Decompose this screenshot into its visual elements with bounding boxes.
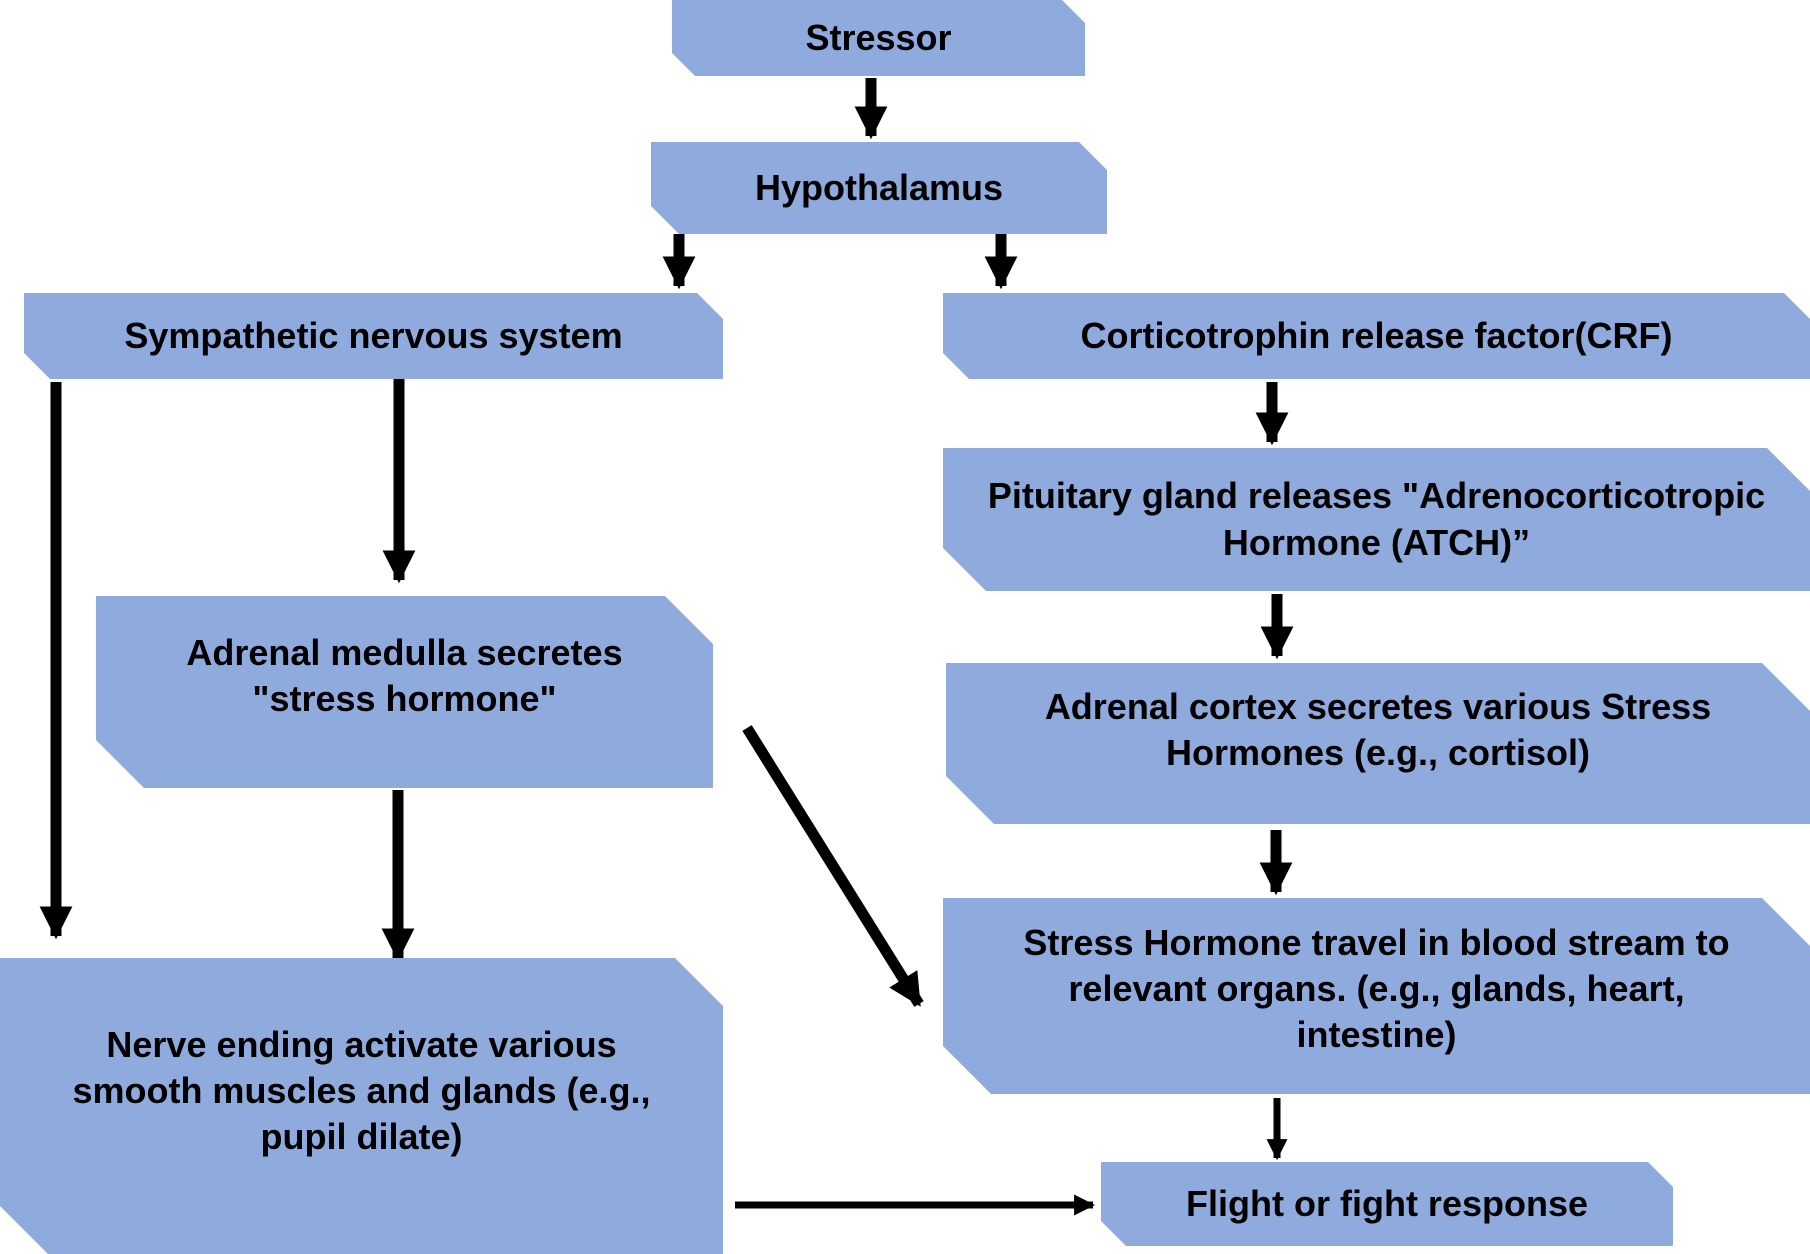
adrenal-cortex-label: Adrenal cortex secretes various Stress H… xyxy=(1044,686,1712,774)
crf-box: Corticotrophin release factor(CRF) xyxy=(943,293,1810,379)
box-background-shape xyxy=(672,0,1085,76)
box-background-polygon xyxy=(651,142,1107,234)
sympathetic-nervous-system-box: Sympathetic nervous system xyxy=(24,293,723,379)
blood-stream-label: Stress Hormone travel in blood stream to… xyxy=(1023,922,1730,1056)
box-background-shape xyxy=(943,448,1810,591)
hypothalamus-box: Hypothalamus xyxy=(651,142,1107,234)
box-background-polygon xyxy=(946,663,1810,824)
box-background-shape xyxy=(651,142,1107,234)
box-background-polygon xyxy=(943,293,1810,379)
pituitary-gland-label: Pituitary gland releases "Adrenocorticot… xyxy=(987,475,1766,563)
box-background-shape xyxy=(943,898,1810,1094)
flight-or-fight-label: Flight or fight response xyxy=(1186,1182,1588,1224)
arrow-adrenal-medulla-to-blood-stream xyxy=(742,725,924,1007)
box-background-polygon xyxy=(24,293,723,379)
box-background-shape xyxy=(24,293,723,379)
adrenal-medulla-box: Adrenal medulla secretes "stress hormone… xyxy=(96,596,713,788)
stressor-label: Stressor xyxy=(805,16,952,58)
sympathetic-nervous-system-label: Sympathetic nervous system xyxy=(124,314,623,356)
box-background-polygon xyxy=(943,898,1810,1094)
adrenal-cortex-box: Adrenal cortex secretes various Stress H… xyxy=(946,663,1810,824)
pituitary-gland-box: Pituitary gland releases "Adrenocorticot… xyxy=(943,448,1810,591)
box-background-shape xyxy=(1101,1162,1673,1246)
box-background-shape xyxy=(946,663,1810,824)
box-background-shape xyxy=(943,293,1810,379)
hypothalamus-label: Hypothalamus xyxy=(754,166,1004,208)
box-background-polygon xyxy=(1101,1162,1673,1246)
box-background-polygon xyxy=(672,0,1085,76)
adrenal-medulla-label: Adrenal medulla secretes "stress hormone… xyxy=(186,632,623,720)
box-background-polygon xyxy=(943,448,1810,591)
box-background-shape xyxy=(96,596,713,788)
box-background-polygon xyxy=(96,596,713,788)
nerve-ending-label: Nerve ending activate various smooth mus… xyxy=(72,1024,651,1158)
box-background-polygon xyxy=(0,958,723,1254)
box-background-shape xyxy=(0,958,723,1254)
nerve-ending-box: Nerve ending activate various smooth mus… xyxy=(0,958,723,1254)
stressor-box: Stressor xyxy=(672,0,1085,76)
crf-label: Corticotrophin release factor(CRF) xyxy=(1080,314,1673,356)
flight-or-fight-box: Flight or fight response xyxy=(1101,1162,1673,1246)
blood-stream-box: Stress Hormone travel in blood stream to… xyxy=(943,898,1810,1094)
